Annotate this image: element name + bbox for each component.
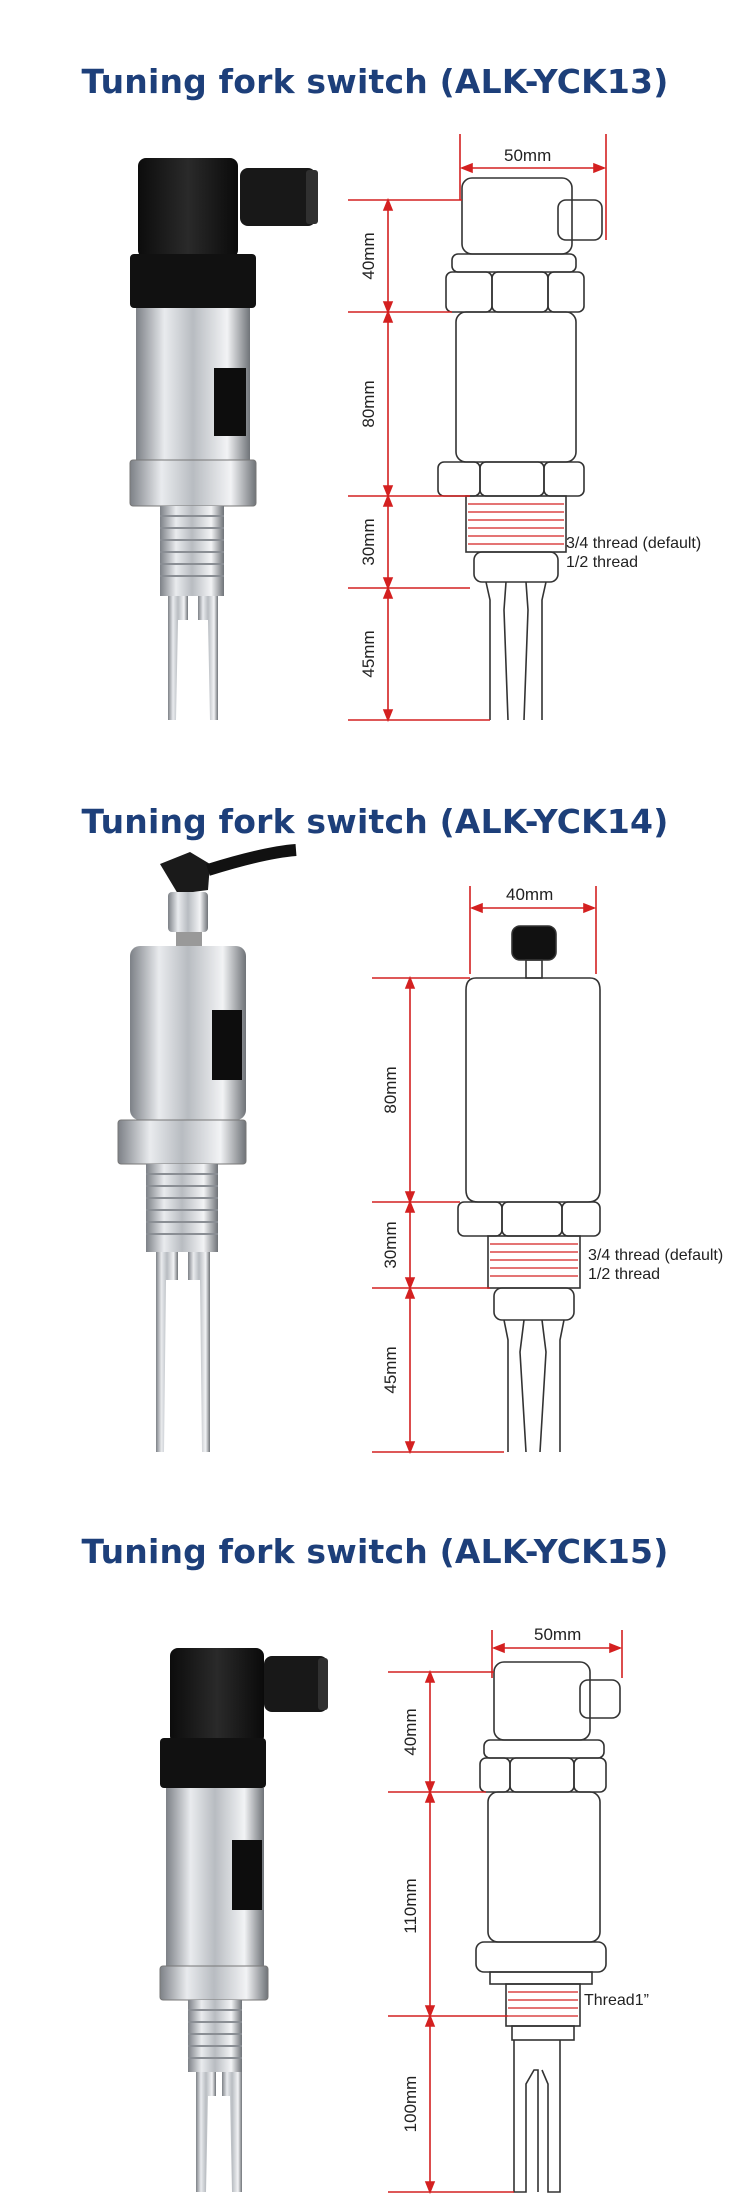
thread-note-1: Thread1”	[584, 1992, 649, 2009]
thread-note-2: 1/2 thread	[588, 1266, 660, 1283]
product-figure: 50mm 40mm 80mm 30mm 45mm 3/4 thread (def…	[129, 134, 701, 723]
dimension-lines	[388, 1630, 623, 2195]
product-figure: 40mm 80mm 30mm 45mm 3/4 thread (default)…	[117, 844, 723, 1455]
dim-body-label: 110mm	[401, 1878, 420, 1933]
width-label: 50mm	[504, 146, 551, 165]
dim-body-label: 80mm	[381, 1066, 400, 1113]
thread-note-2: 1/2 thread	[566, 554, 638, 571]
dim-thread-label: 30mm	[381, 1221, 400, 1268]
dimension-drawing	[475, 1661, 621, 2193]
dim-thread-label: 30mm	[359, 518, 378, 565]
dim-fork-label: 100mm	[401, 2076, 420, 2133]
width-label: 50mm	[534, 1625, 581, 1644]
dimension-drawing	[457, 925, 601, 1453]
product-title: Tuning fork switch (ALK-YCK14)	[81, 802, 669, 841]
dimension-lines	[348, 134, 607, 723]
product-section-1: Tuning fork switch (ALK-YCK13)	[0, 0, 750, 740]
product-figure: 50mm 40mm 110mm 100mm Thread1”	[159, 1625, 649, 2195]
product-section-3: Tuning fork switch (ALK-YCK15)	[0, 1470, 750, 2210]
product-title: Tuning fork switch (ALK-YCK15)	[81, 1532, 669, 1571]
dim-head-label: 40mm	[401, 1708, 420, 1755]
product-photo	[117, 844, 297, 1452]
product-title: Tuning fork switch (ALK-YCK13)	[81, 62, 669, 101]
dim-fork-label: 45mm	[381, 1346, 400, 1393]
thread-note-1: 3/4 thread (default)	[566, 535, 701, 552]
product-photo	[159, 1648, 328, 2192]
product-section-2: Tuning fork switch (ALK-YCK14)	[0, 740, 750, 1470]
dim-body-label: 80mm	[359, 380, 378, 427]
dimension-lines	[372, 886, 597, 1455]
product-photo	[129, 158, 318, 720]
dim-fork-label: 45mm	[359, 630, 378, 677]
dim-head-label: 40mm	[359, 232, 378, 279]
thread-note-1: 3/4 thread (default)	[588, 1247, 723, 1264]
dimension-drawing	[437, 177, 603, 721]
width-label: 40mm	[506, 885, 553, 904]
